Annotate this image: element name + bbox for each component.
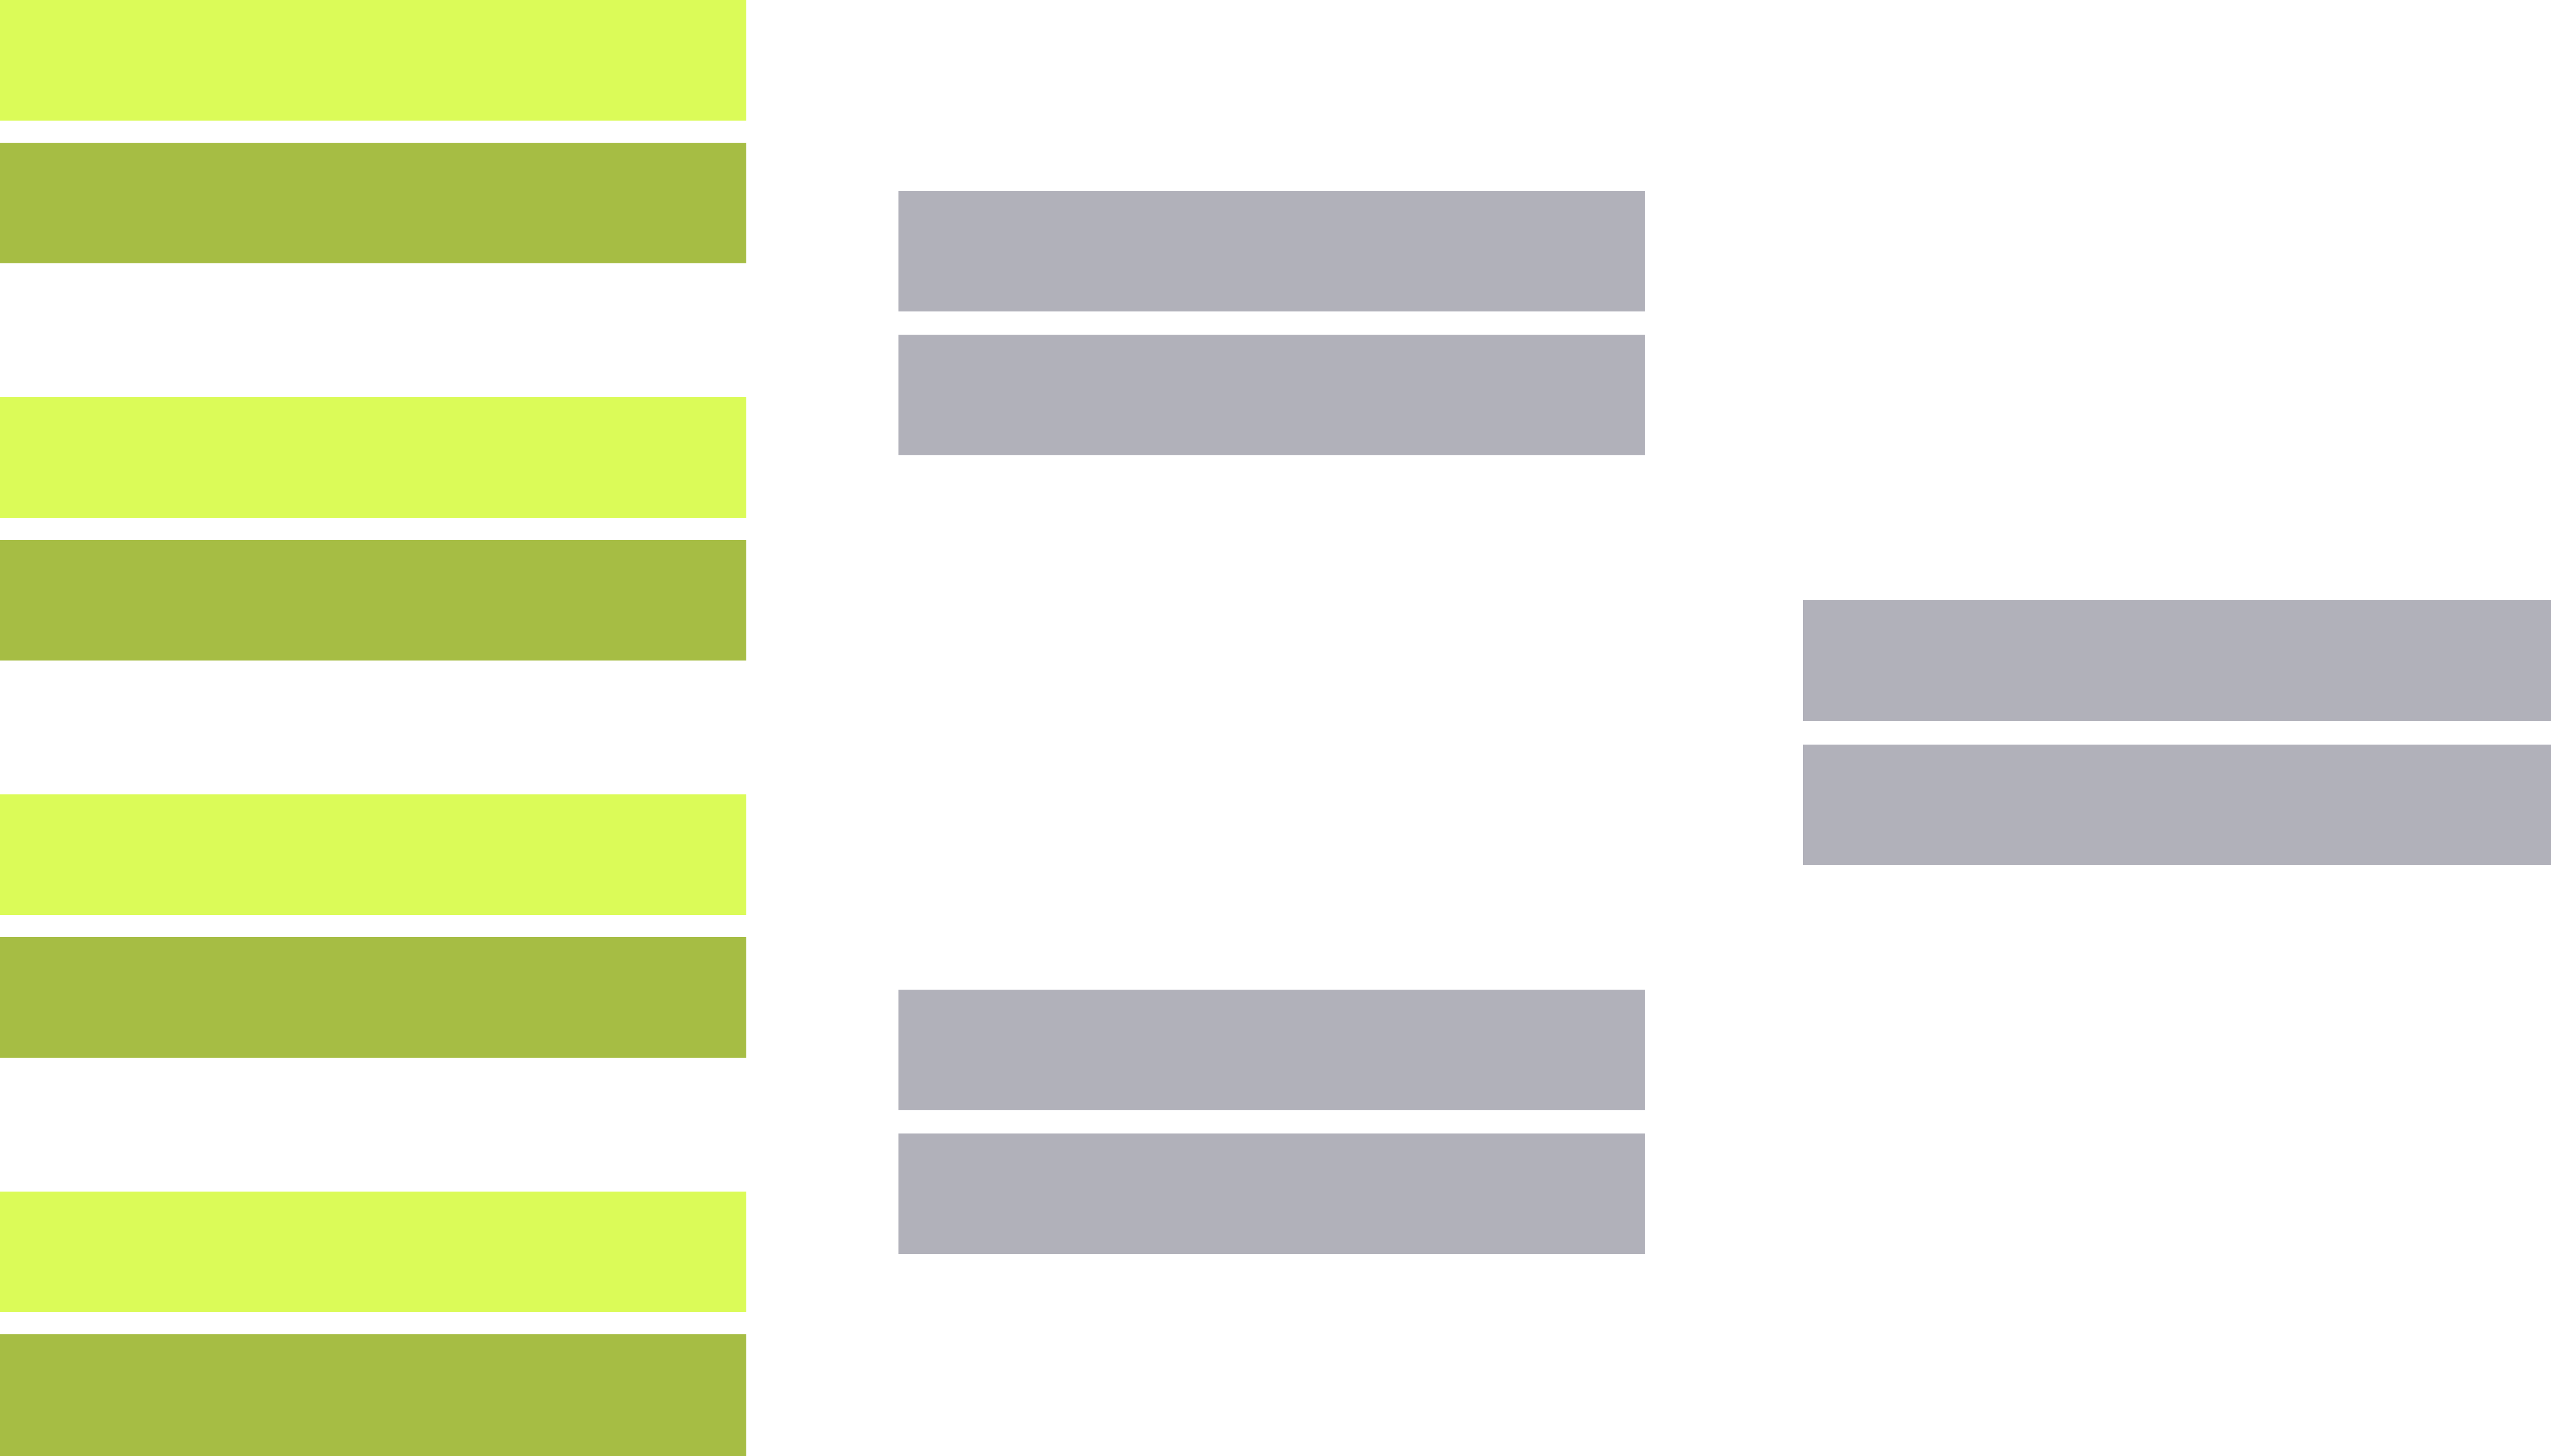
left-slot-2-bar[interactable] (0, 143, 746, 263)
right-slot-1-bar[interactable] (1803, 600, 2551, 721)
middle-slot-4-bar[interactable] (898, 1133, 1645, 1254)
left-slot-8-bar[interactable] (0, 1334, 746, 1456)
left-slot-3-bar[interactable] (0, 397, 746, 518)
right-slot-2-bar[interactable] (1803, 745, 2551, 865)
bracket-column-middle (898, 0, 1645, 1456)
left-slot-5-bar[interactable] (0, 794, 746, 915)
left-slot-1-bar[interactable] (0, 0, 746, 121)
left-slot-4-bar[interactable] (0, 540, 746, 661)
middle-slot-2-bar[interactable] (898, 335, 1645, 455)
left-slot-6-bar[interactable] (0, 937, 746, 1058)
middle-slot-1-bar[interactable] (898, 191, 1645, 311)
bracket-column-right (1803, 0, 2551, 1456)
middle-slot-3-bar[interactable] (898, 990, 1645, 1110)
bracket-column-left (0, 0, 746, 1456)
left-slot-7-bar[interactable] (0, 1192, 746, 1312)
